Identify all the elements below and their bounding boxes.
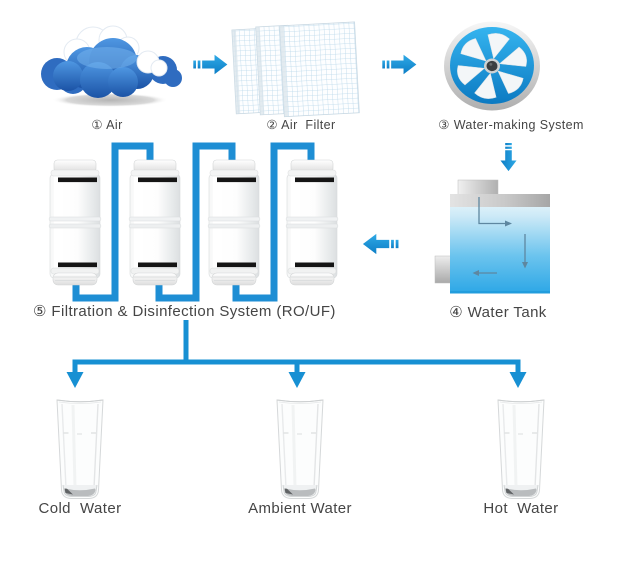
stage-label-air-filter: ② Air Filter [266,118,336,132]
filter-cartridge-3 [207,159,261,286]
arrow-tank-to-filtration-icon [362,233,399,255]
arrow-air-to-filter-icon [193,54,228,75]
output-label-cold-water: Cold Water [38,500,122,517]
tank-flow-arrows [478,197,526,274]
filter-cartridge-1 [48,159,102,286]
arrow-filter-to-system-icon [382,54,417,75]
cold-water-glass-icon [55,398,105,500]
filtration-pipes [72,142,315,302]
water-tank-icon [434,179,550,294]
air-filter-mesh-icon [231,21,360,118]
output-label-hot-water: Hot Water [483,500,559,517]
stage-label-water-making-system: ③ Water-making System [438,118,584,132]
cloud-icon [41,25,182,107]
filter-cartridges-icon [48,142,339,302]
arrow-system-to-tank-icon [500,143,517,172]
hot-water-glass-icon [496,398,546,500]
distribution-pipes-icon [66,320,527,388]
filter-cartridge-2 [128,159,182,286]
stage-label-filtration: ⑤ Filtration & Disinfection System (RO/U… [33,303,336,320]
filter-cartridge-4 [285,159,339,286]
stage-label-water-tank: ④ Water Tank [449,304,547,321]
output-label-ambient-water: Ambient Water [248,500,352,517]
stage-label-air: ① Air [91,118,123,132]
ambient-water-glass-icon [275,398,325,500]
fan-icon [444,21,540,111]
